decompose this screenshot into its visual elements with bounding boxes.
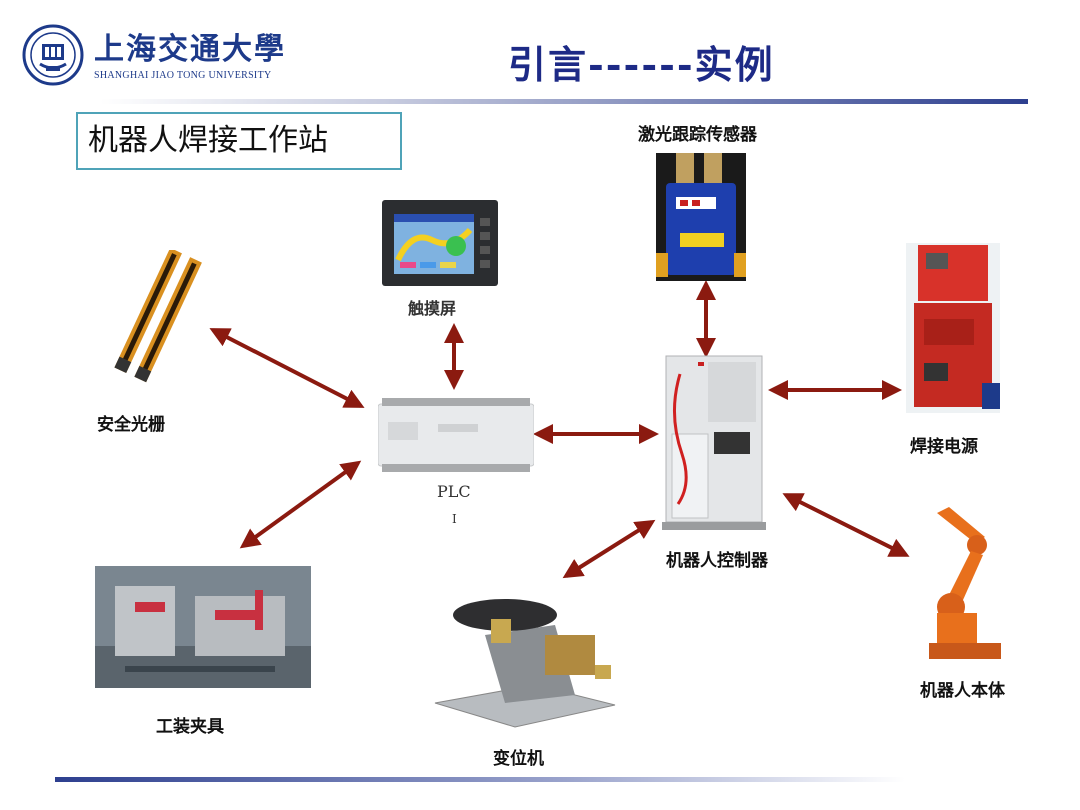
- fixture-image: [95, 566, 311, 688]
- safety-curtain-image: [110, 247, 210, 385]
- robot-body-image: [915, 503, 1023, 665]
- fixture-label: 工装夹具: [156, 717, 224, 737]
- header-divider: [100, 99, 1028, 104]
- arrow-controller-robot: [782, 493, 910, 557]
- university-name-cn: 上海交通大學: [94, 32, 286, 67]
- plc-mark: I: [452, 512, 457, 526]
- arrow-safety-plc: [209, 328, 365, 408]
- robot-controller-label: 机器人控制器: [666, 551, 768, 571]
- welding-power-image: [906, 243, 1000, 413]
- arrow-fixture-plc: [239, 460, 362, 549]
- touch-screen-image: [382, 200, 498, 286]
- university-logo: [22, 24, 84, 86]
- laser-sensor-label: 激光跟踪传感器: [638, 125, 757, 145]
- plc-image: [377, 398, 535, 472]
- safety-curtain-label: 安全光栅: [97, 415, 165, 435]
- university-name-en: SHANGHAI JIAO TONG UNIVERSITY: [94, 70, 272, 81]
- robot-controller-image: [658, 354, 770, 530]
- positioner-image: [425, 585, 617, 735]
- plc-label: PLC: [437, 482, 471, 501]
- arrow-controller-positioner: [562, 519, 656, 579]
- welding-power-label: 焊接电源: [910, 437, 978, 457]
- touch-screen-label: 触摸屏: [408, 299, 457, 318]
- footer-divider: [55, 777, 905, 782]
- positioner-label: 变位机: [493, 749, 544, 769]
- slide-title: 引言------实例: [508, 42, 775, 87]
- university-seal-icon: [22, 24, 84, 86]
- robot-body-label: 机器人本体: [920, 681, 1005, 701]
- laser-sensor-image: [656, 153, 746, 281]
- subtitle-box: 机器人焊接工作站: [76, 112, 402, 170]
